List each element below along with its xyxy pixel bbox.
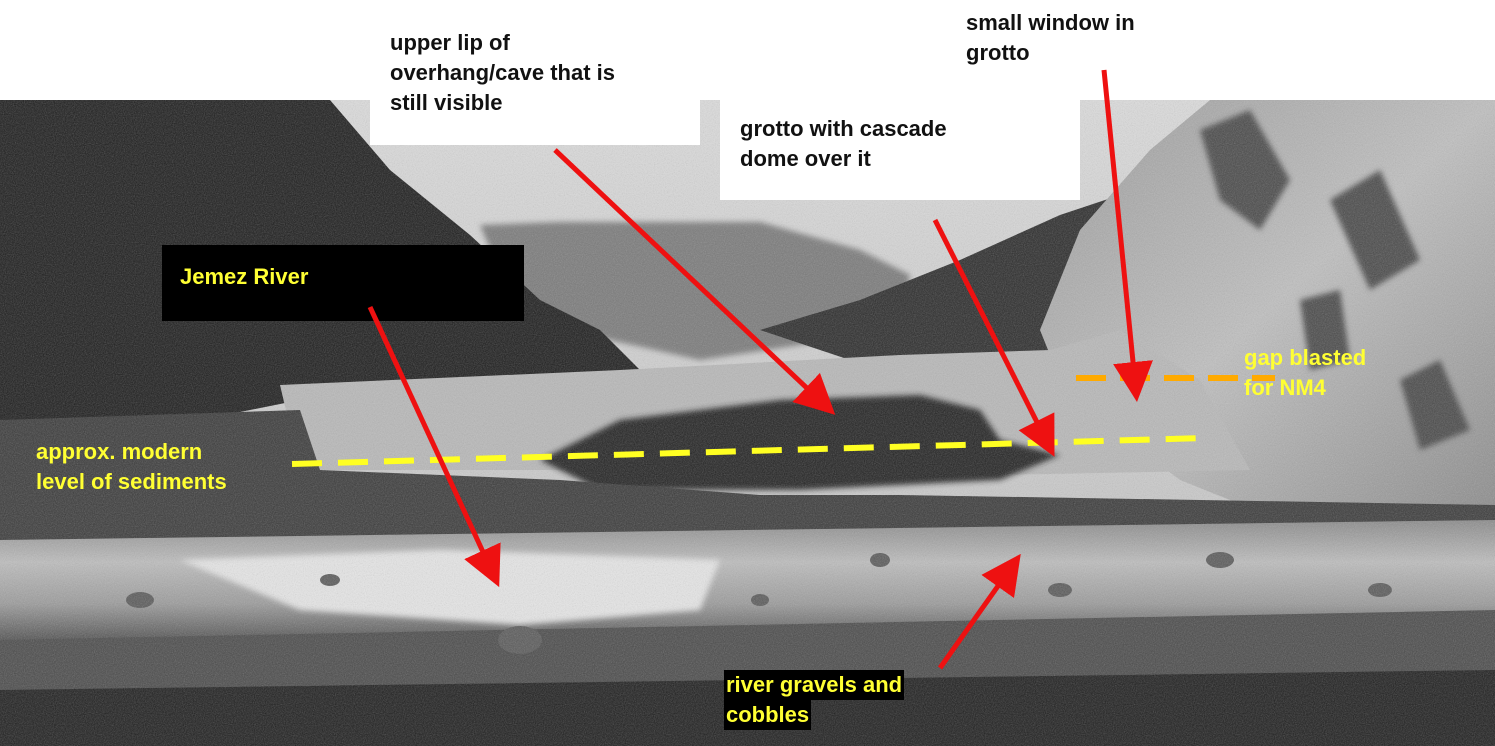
sediment-level-label: approx. modern level of sediments	[36, 437, 227, 497]
grotto-label-bg	[720, 100, 1080, 200]
gap-line-1: gap blasted	[1244, 345, 1367, 370]
upper-lip-arrow	[553, 148, 836, 415]
small-window-arrow	[1101, 69, 1153, 402]
jemez-river-arrow	[367, 305, 501, 588]
gap-blasted-label: gap blasted for NM4	[1244, 343, 1366, 403]
approx-line-2: level of sediments	[36, 469, 227, 494]
jemez-river-label: Jemez River	[180, 262, 308, 292]
jemez-label-bg	[162, 245, 524, 321]
gravels-arrow	[937, 553, 1021, 670]
grotto-line-2: dome over it	[740, 146, 871, 171]
gap-line-2: for NM4	[1244, 375, 1326, 400]
approx-line-1: approx. modern	[36, 439, 203, 464]
gravels-line-2: cobbles	[724, 700, 812, 730]
grotto-label: grotto with cascade dome over it	[740, 114, 947, 174]
small-window-label: small window in grotto	[966, 8, 1135, 68]
upper-lip-line-3: still visible	[390, 90, 503, 115]
grotto-line-1: grotto with cascade	[740, 116, 947, 141]
film-grain	[0, 100, 1495, 746]
grotto-arrow	[932, 218, 1055, 457]
upper-lip-line-1: upper lip of	[390, 30, 510, 55]
upper-lip-label: upper lip of overhang/cave that is still…	[390, 28, 615, 118]
small-window-line-1: small window in	[966, 10, 1135, 35]
upper-lip-label-bg	[370, 90, 700, 145]
small-window-line-2: grotto	[966, 40, 1030, 65]
upper-lip-line-2: overhang/cave that is	[390, 60, 615, 85]
river-gravels-label: river gravels and cobbles	[724, 670, 905, 730]
sediment-level-line	[291, 435, 1206, 467]
gravels-line-1: river gravels and	[724, 670, 905, 700]
jemez-line-1: Jemez River	[180, 264, 309, 289]
